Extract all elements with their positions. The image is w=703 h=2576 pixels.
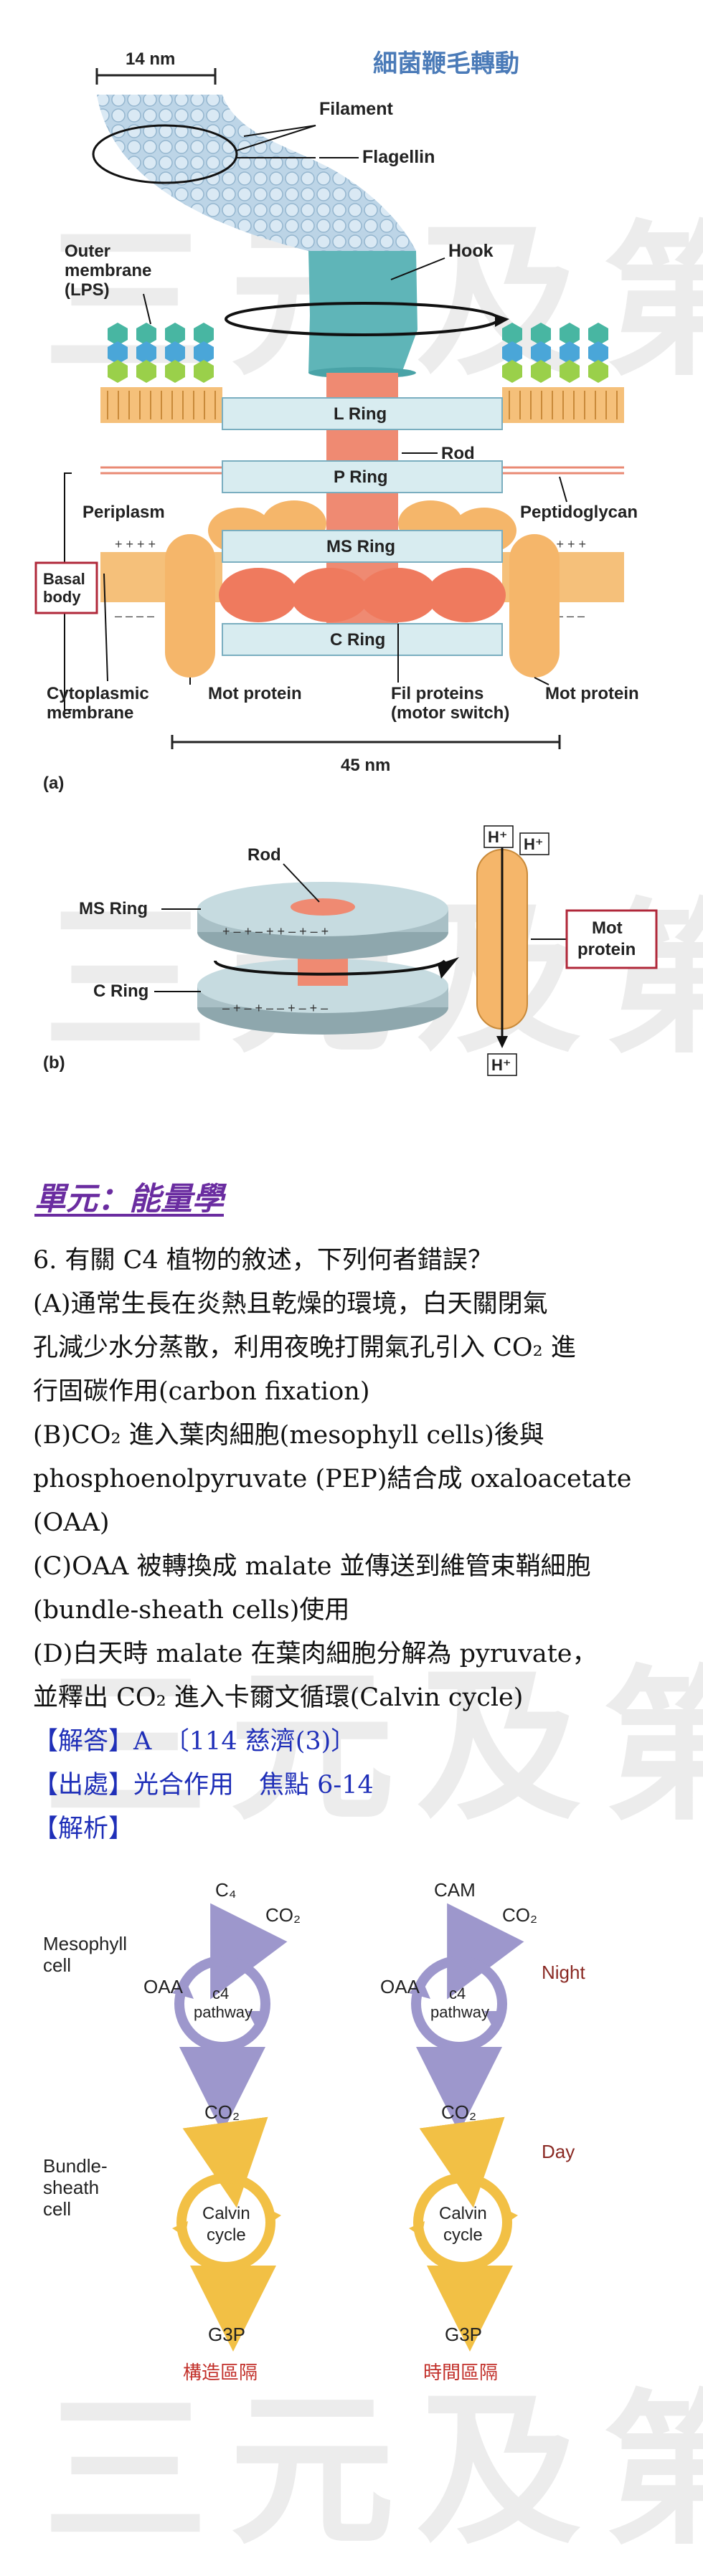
mot-protein-label: Mot — [592, 918, 623, 938]
scale-bottom-label: 45 nm — [341, 756, 390, 775]
co2-label: CO₂ — [441, 2101, 476, 2123]
panel-a-label: (a) — [43, 774, 64, 793]
basal-body-label: Basal — [43, 570, 85, 588]
fil-proteins-label: Fil proteins — [391, 684, 483, 703]
outer-membrane-label: (LPS) — [65, 280, 110, 300]
ms-ring-label: MS Ring — [79, 899, 148, 918]
day-label: Day — [542, 2141, 575, 2162]
c4-cam-diagram: Mesophyll cell Bundle- sheath cell C₄ CO… — [43, 1879, 585, 2383]
oaa-label: OAA — [143, 1976, 184, 1997]
pathway-label: c4 — [212, 1985, 229, 2002]
scale-top-label: 14 nm — [126, 49, 175, 69]
night-label: Night — [542, 1962, 585, 1983]
svg-text:– + – + – – + – + –: – + – + – – + – + – — [222, 1001, 328, 1015]
svg-text:+ + + +: + + + + — [115, 537, 156, 551]
answer-line: 【解答】A 〔114 慈濟(3)〕 — [33, 1727, 357, 1756]
calvin-label: cycle — [443, 2225, 483, 2245]
periplasm-label: Periplasm — [82, 503, 165, 522]
calvin-label: cycle — [207, 2225, 246, 2245]
c4-title: C₄ — [215, 1879, 236, 1901]
g3p-label: G3P — [208, 2324, 245, 2345]
basal-body-box — [34, 561, 98, 614]
source-line: 【出處】光合作用 焦點 6-14 — [33, 1771, 374, 1800]
bundle-sheath-label: Bundle- — [43, 2155, 108, 2177]
explanation-line: 【解析】 — [33, 1815, 134, 1843]
oaa-label: OAA — [380, 1976, 420, 1997]
pathway-label: pathway — [430, 2003, 489, 2021]
question-line: 並釋出 CO₂ 進入卡爾文循環(Calvin cycle) — [33, 1683, 524, 1712]
question-line: (A)通常生長在炎熱且乾燥的環境，白天關閉氣 — [33, 1290, 548, 1318]
bundle-sheath-label: sheath — [43, 2177, 99, 2198]
ms-ring-label: MS Ring — [326, 537, 395, 556]
ms-ring — [222, 530, 503, 563]
l-ring-label: L Ring — [334, 404, 387, 424]
panel-b-label: (b) — [43, 1053, 65, 1073]
co2-label: CO₂ — [265, 1904, 301, 1926]
outer-membrane-label: Outer — [65, 242, 110, 261]
basal-body-label: body — [43, 588, 81, 606]
question-line: (C)OAA 被轉換成 malate 並傳送到維管束鞘細胞 — [33, 1552, 591, 1581]
proton-label: H⁺ — [524, 835, 544, 853]
rod-label: Rod — [247, 845, 281, 865]
flagellum-diagram: 細菌鞭毛轉動 14 nm Filament Flagellin Hook — [34, 49, 639, 793]
p-ring — [222, 460, 503, 493]
c-ring-label: C Ring — [330, 630, 385, 650]
question-block: 6. 有關 C4 植物的敘述，下列何者錯誤？ (A)通常生長在炎熱且乾燥的環境，… — [33, 1239, 671, 1851]
question-line: (OAA) — [33, 1508, 110, 1537]
question-line: (D)白天時 malate 在葉肉細胞分解為 pyruvate， — [33, 1640, 598, 1668]
question-line: 孔減少水分蒸散，利用夜晚打開氣孔引入 CO₂ 進 — [33, 1334, 576, 1362]
cytoplasmic-membrane-label: membrane — [47, 703, 133, 723]
hook — [308, 251, 417, 373]
proton-label: H⁺ — [491, 1056, 511, 1074]
mot-protein-left — [165, 534, 215, 678]
flagellin-label: Flagellin — [362, 147, 435, 167]
co2-label: CO₂ — [204, 2101, 240, 2123]
svg-text:– – – –: – – – – — [115, 609, 154, 623]
l-ring — [222, 397, 503, 430]
spatial-separation-label: 構造區隔 — [183, 2362, 258, 2383]
motor-diagram: + – + – + + – + – + – + – + – – + – + – … — [43, 825, 658, 1076]
proton-label: H⁺ — [488, 828, 508, 846]
calvin-label: Calvin — [202, 2204, 250, 2223]
temporal-separation-label: 時間區隔 — [423, 2362, 498, 2383]
hook-label: Hook — [448, 241, 494, 261]
question-line: phosphoenolpyruvate (PEP)結合成 oxaloacetat… — [33, 1465, 632, 1493]
mesophyll-label: cell — [43, 1954, 71, 1976]
question-line: 6. 有關 C4 植物的敘述，下列何者錯誤？ — [33, 1246, 493, 1275]
question-line: (bundle-sheath cells)使用 — [33, 1596, 350, 1625]
question-line: (B)CO₂ 進入葉肉細胞(mesophyll cells)後與 — [33, 1421, 544, 1450]
g3p-label: G3P — [445, 2324, 482, 2345]
svg-text:+ – + – + + – + – +: + – + – + + – + – + — [222, 924, 329, 938]
co2-label: CO₂ — [502, 1904, 537, 1926]
pathway-label: pathway — [194, 2003, 253, 2021]
filament-label: Filament — [319, 99, 393, 119]
mot-protein-label: protein — [577, 940, 636, 959]
figure1-title: 細菌鞭毛轉動 — [373, 50, 519, 77]
c-ring-label: C Ring — [93, 982, 148, 1001]
mot-protein-right — [509, 534, 560, 678]
bundle-sheath-label: cell — [43, 2198, 71, 2220]
p-ring-label: P Ring — [334, 467, 388, 487]
peptidoglycan-label: Peptidoglycan — [520, 503, 638, 522]
pathway-label: c4 — [449, 1985, 466, 2002]
question-line: 行固碳作用(carbon fixation) — [33, 1377, 370, 1406]
outer-membrane-label: membrane — [65, 261, 151, 280]
mot-protein-box — [565, 909, 658, 969]
rod-label: Rod — [441, 444, 475, 463]
fil-proteins-label: (motor switch) — [391, 703, 509, 723]
mot-protein-label: Mot protein — [545, 684, 639, 703]
c-ring — [222, 623, 503, 656]
mesophyll-label: Mesophyll — [43, 1933, 127, 1954]
mot-protein-label: Mot protein — [208, 684, 302, 703]
cam-title: CAM — [434, 1879, 476, 1901]
cytoplasmic-membrane-label: Cytoplasmic — [47, 684, 149, 703]
calvin-label: Calvin — [439, 2204, 487, 2223]
unit-title: 單元：能量學 — [34, 1181, 224, 1217]
